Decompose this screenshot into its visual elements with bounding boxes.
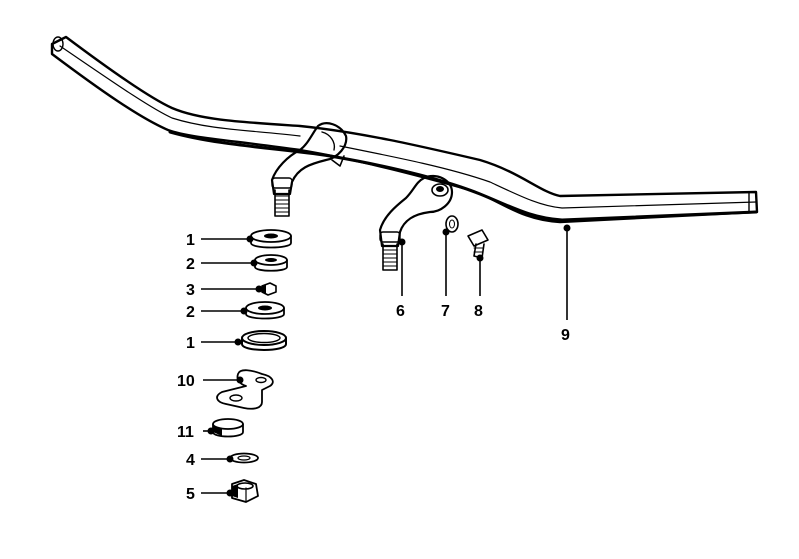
washer-icon: [241, 330, 287, 351]
washer-icon: [212, 418, 244, 438]
callout-9: 9: [561, 327, 570, 344]
washer-icon: [229, 452, 259, 464]
callout-8: 8: [474, 303, 483, 320]
callout-6: 6: [396, 303, 405, 320]
screw-icon: [467, 229, 489, 259]
callout-7: 7: [441, 303, 450, 320]
callout-4: 4: [186, 452, 195, 469]
callout-10: 10: [177, 373, 195, 390]
washer-icon: [254, 254, 288, 272]
callout-1-bottom: 1: [186, 335, 195, 352]
callout-3: 3: [186, 282, 195, 299]
callout-2-bottom: 2: [186, 304, 195, 321]
callout-leaders: [201, 224, 571, 497]
clamp-left-icon: [270, 122, 348, 217]
callout-2-top: 2: [186, 256, 195, 273]
callout-1-top: 1: [186, 232, 195, 249]
callout-11: 11: [177, 424, 194, 441]
washer-icon: [250, 229, 292, 249]
nut-icon: [261, 282, 277, 296]
callout-5: 5: [186, 486, 195, 503]
nut-icon: [231, 479, 259, 503]
clamp-right-icon: [378, 174, 454, 271]
handlebar-icon: [50, 35, 759, 224]
washer-icon: [245, 301, 285, 320]
callout-labels: 1 2 3 2 1 10 11 4 5 6 7 8 9: [177, 232, 570, 503]
washer-icon: [445, 215, 459, 233]
bracket-icon: [216, 369, 274, 410]
